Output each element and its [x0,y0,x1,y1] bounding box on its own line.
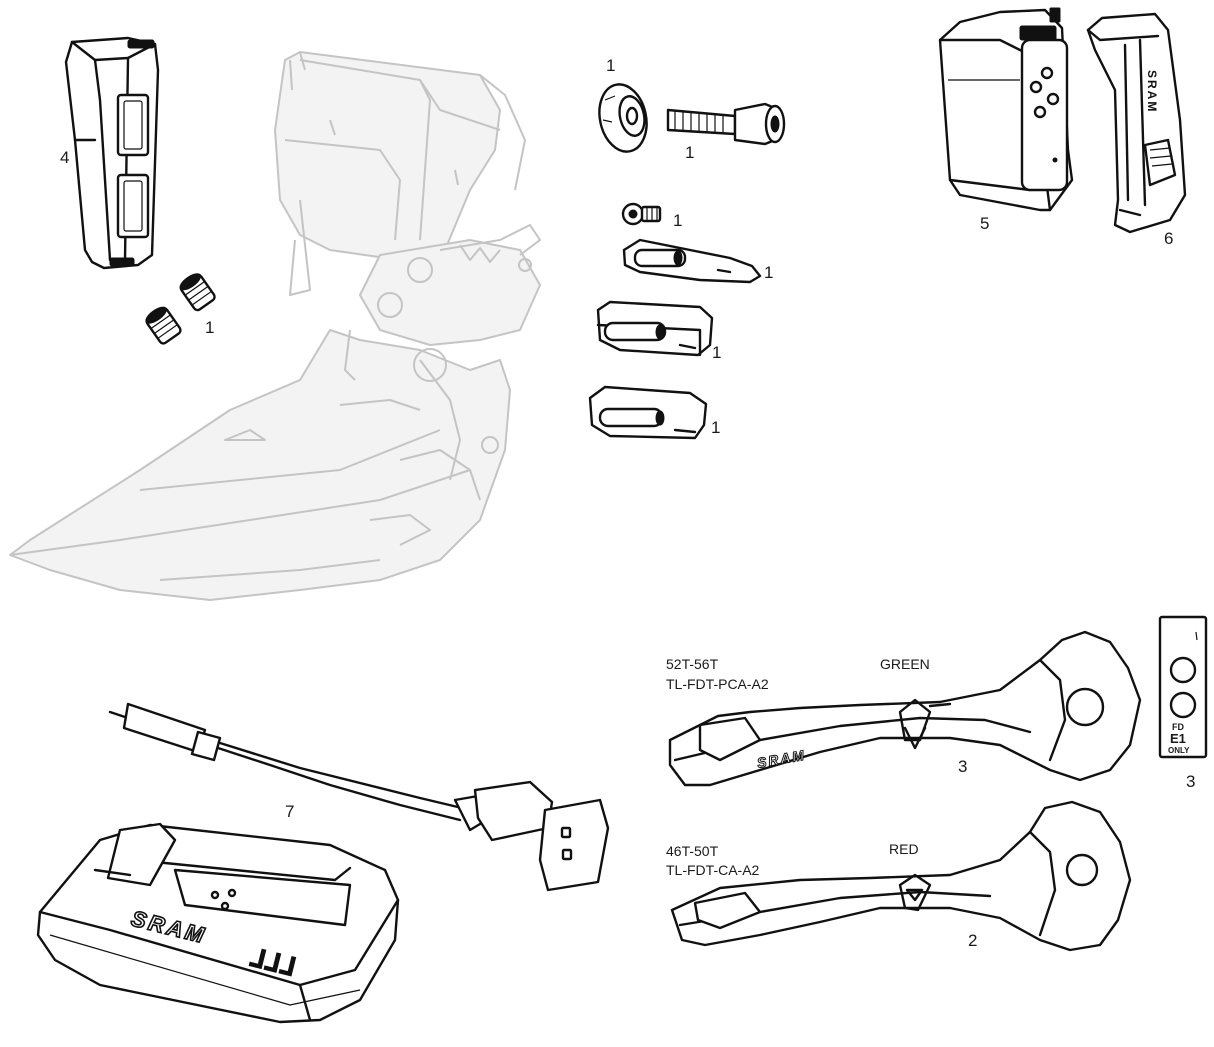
callout-bolt: 1 [685,143,695,162]
battery-part [938,7,1074,212]
small-screw-part [621,202,662,226]
clip-b-part [596,300,714,357]
sticker-line-3: ONLY [1168,746,1190,755]
callout-charger: 7 [285,802,295,821]
sticker-line-1: FD [1172,722,1184,732]
tool-red-color: RED [889,841,919,857]
callout-clip-c: 1 [711,418,721,437]
tool-red-part-number: TL-FDT-CA-A2 [666,862,760,878]
callout-sticker: 3 [1186,772,1196,791]
tool-green-part: SRAM [668,630,1142,787]
callout-clip-a: 1 [764,263,774,282]
callout-small-screw: 1 [673,211,683,230]
callout-tool-red: 2 [968,931,978,950]
grommet-part [598,83,648,153]
callout-set-screws: 1 [205,318,215,337]
tool-green-color: GREEN [880,656,930,672]
callout-grommet: 1 [606,56,616,75]
set-screws-part [145,273,216,345]
sticker-part [1158,615,1208,759]
battery-clip-logo: SRAM [1145,70,1159,113]
tool-red-part [670,800,1132,952]
sticker-line-2: E1 [1170,731,1186,746]
bolt-part [666,102,786,146]
callout-battery-cover: 4 [60,148,70,167]
charger-part: SRAM ⅃⅃⅃ [36,702,610,1024]
battery-cover-part [64,36,160,270]
tool-green-size: 52T-56T [666,656,719,672]
callout-battery: 5 [980,214,990,233]
clip-c-part [588,385,708,440]
callout-battery-clip: 6 [1164,229,1174,248]
tool-green-part-number: TL-FDT-PCA-A2 [666,676,769,692]
battery-clip-part: SRAM [1086,12,1187,234]
tool-red-size: 46T-50T [666,843,719,859]
clip-a-part [622,238,762,284]
front-derailleur-ghost [9,51,541,601]
callout-clip-b: 1 [712,343,722,362]
callout-tool-green: 3 [958,757,968,776]
